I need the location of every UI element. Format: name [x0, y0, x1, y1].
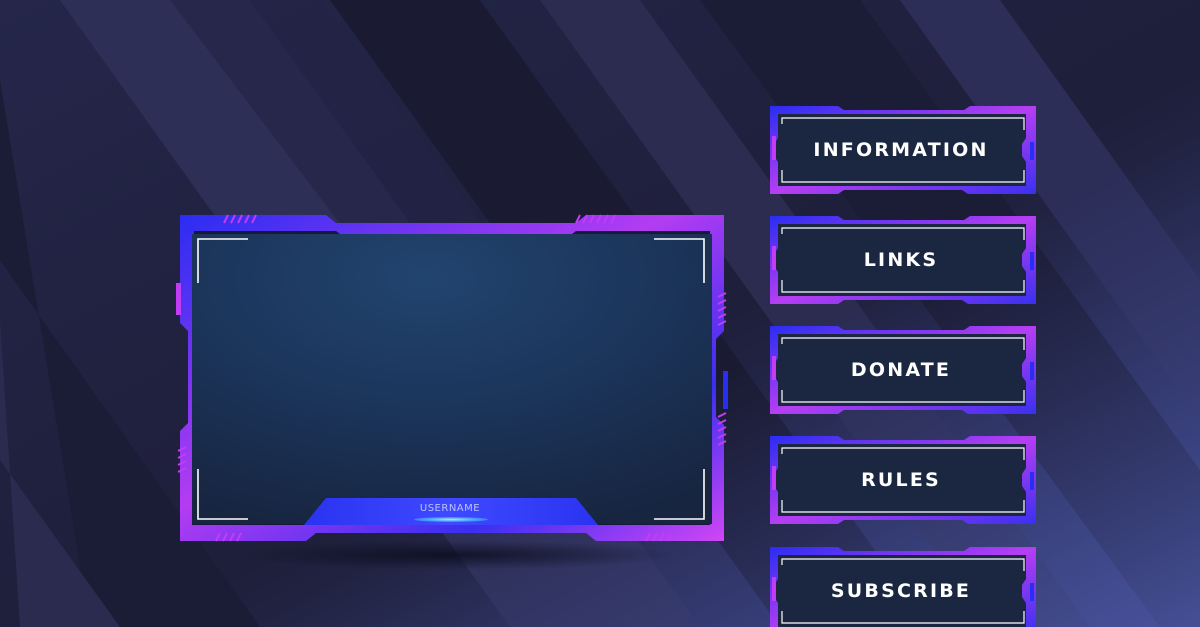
username-label: USERNAME — [419, 503, 481, 514]
webcam-frame: USERNAME — [176, 211, 728, 545]
panel-donate[interactable]: DONATE — [768, 324, 1038, 416]
panel-rules-label: RULES — [861, 469, 941, 491]
panel-subscribe[interactable]: SUBSCRIBE — [768, 545, 1038, 627]
panel-information[interactable]: INFORMATION — [768, 104, 1038, 196]
panel-links-label: LINKS — [863, 249, 939, 271]
panel-donate-label: DONATE — [850, 359, 952, 381]
webcam-frame-shadow — [230, 540, 680, 570]
panel-border — [770, 547, 1036, 627]
webcam-frame-border — [176, 214, 728, 542]
panel-links[interactable]: LINKS — [768, 214, 1038, 306]
panel-subscribe-label: SUBSCRIBE — [830, 580, 972, 602]
panel-rules[interactable]: RULES — [768, 434, 1038, 526]
panel-border — [770, 216, 1036, 304]
panel-border — [770, 106, 1036, 194]
username-glow — [414, 517, 488, 522]
panel-border — [770, 326, 1036, 414]
panel-border — [770, 436, 1036, 524]
panel-information-label: INFORMATION — [813, 139, 989, 161]
